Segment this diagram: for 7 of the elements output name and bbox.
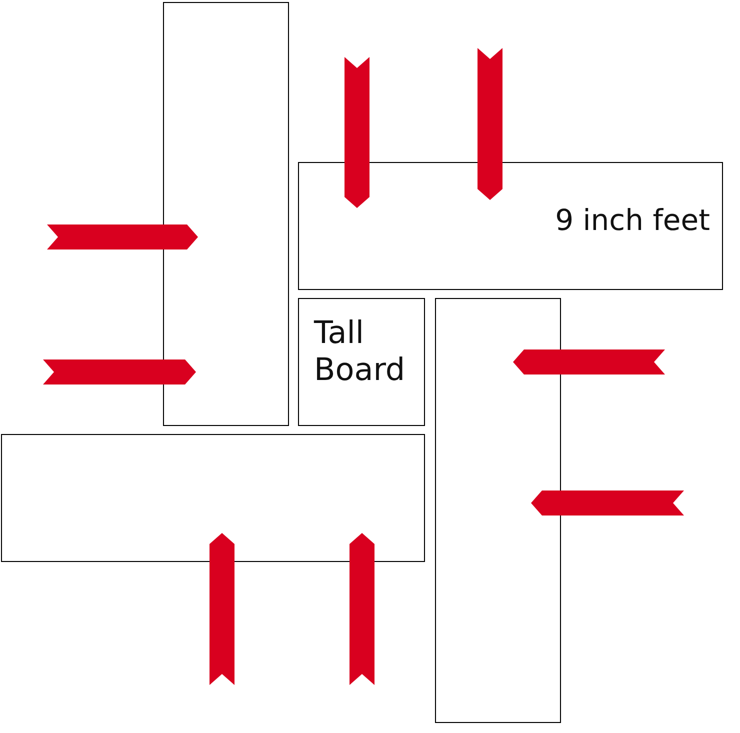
board-rectangle xyxy=(1,434,425,562)
board-rectangle xyxy=(298,298,425,426)
board-rectangle xyxy=(163,2,289,426)
board-rectangle xyxy=(435,298,561,723)
board-label: Tall Board xyxy=(314,315,406,390)
board-label: 9 inch feet xyxy=(555,203,710,238)
board-rectangle xyxy=(298,162,723,290)
